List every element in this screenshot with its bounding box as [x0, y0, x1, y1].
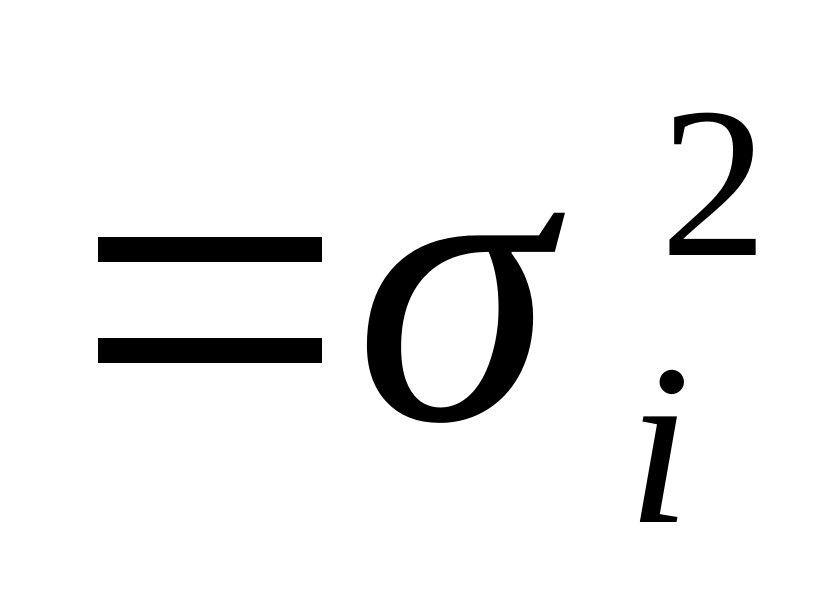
- superscript: 2: [660, 63, 768, 302]
- equals-bar-bottom: [98, 338, 322, 363]
- subscript: i: [627, 317, 691, 572]
- equals-bar-top: [98, 237, 322, 262]
- equals-sign: [98, 237, 322, 363]
- sigma-symbol: σ: [355, 63, 553, 506]
